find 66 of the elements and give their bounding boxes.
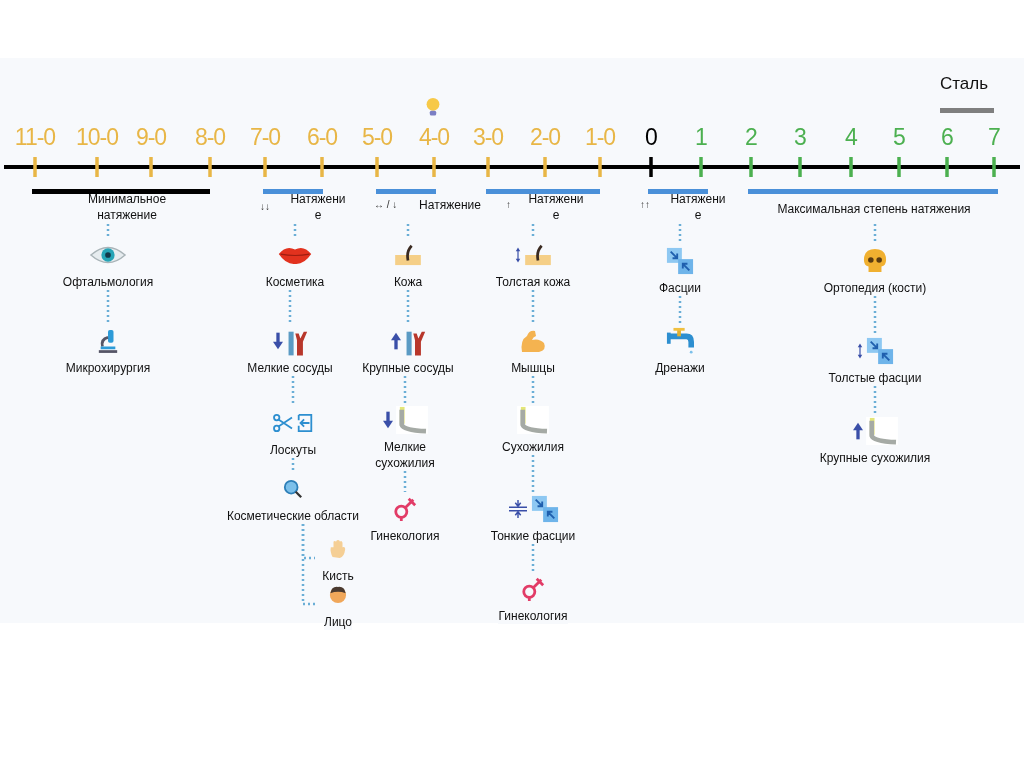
scale-number: 3-0 [472,124,504,151]
dotted-connector [531,376,535,403]
scale-number: 11-0 [14,124,56,151]
scale-number: 7-0 [249,124,281,151]
scale-number: 6-0 [306,124,338,151]
node-label: Крупные сухожилия [819,450,931,466]
dotted-connector [406,224,410,238]
scale-number: 1 [695,124,707,151]
dotted-connector [406,290,410,324]
dotted-connector [403,471,407,492]
node-label: Дренажи [655,360,705,376]
scale-number: 9-0 [135,124,167,151]
node-label: Фасции [658,280,702,296]
scale-number: 4 [845,124,857,151]
node-label: Гинекология [498,608,568,624]
node-label: Мышцы [511,360,555,376]
range-label: Натяжение [528,191,584,223]
dotted-connector [106,290,110,324]
node-label: Ортопедия (кости) [823,280,927,296]
node-label: Лоскуты [269,442,317,458]
dotted-connector [873,296,877,334]
dotted-connector [291,458,295,472]
dotted-connector [873,386,877,414]
dotted-connector [106,224,110,238]
dotted-connector [531,544,535,572]
scale-number: 1-0 [584,124,616,151]
range-label: Минимальное натяжение [86,191,168,223]
dotted-connector [301,524,315,606]
material-label: Сталь [940,74,989,94]
scale-number: 2 [745,124,757,151]
scale-number: 4-0 [418,124,450,151]
range-label: Натяжение [290,191,346,223]
node-label: Офтальмология [62,274,154,290]
scale-number: 0 [645,124,657,151]
range-label: Натяжение [670,191,726,223]
tension-symbol: ↔ / ↓ [374,199,398,210]
scale-number: 2-0 [529,124,561,151]
dotted-connector [531,290,535,324]
dotted-connector [531,224,535,238]
dotted-connector [291,376,295,406]
scale-number: 5 [893,124,905,151]
node-label: Крупные сосуды [362,360,454,376]
range-label: Натяжение [418,197,482,213]
scale-number: 8-0 [194,124,226,151]
tension-symbol: ↑ [506,199,511,210]
scale-number: 3 [794,124,806,151]
scale-number: 5-0 [361,124,393,151]
tension-symbol: ↓↓ [260,201,270,212]
node-label: Тонкие фасции [490,528,576,544]
node-label: Толстые фасции [828,370,922,386]
dotted-connector [678,224,682,244]
node-label: Лицо [324,614,352,630]
tension-symbol: ↑↑ [640,199,650,210]
dotted-connector [531,455,535,492]
dotted-connector [288,290,292,324]
node-label: Сухожилия [502,439,564,455]
scale-number: 10-0 [76,124,118,151]
node-label: Мелкие сосуды [247,360,333,376]
scale-number: 7 [988,124,1000,151]
range-label: Максимальная степень натяжения [776,201,972,217]
node-label: Микрохирургия [65,360,151,376]
dotted-connector [678,296,682,324]
scale-number: 6 [941,124,953,151]
dotted-connector [873,224,877,244]
dotted-connector [293,224,297,238]
dotted-connector [403,376,407,403]
